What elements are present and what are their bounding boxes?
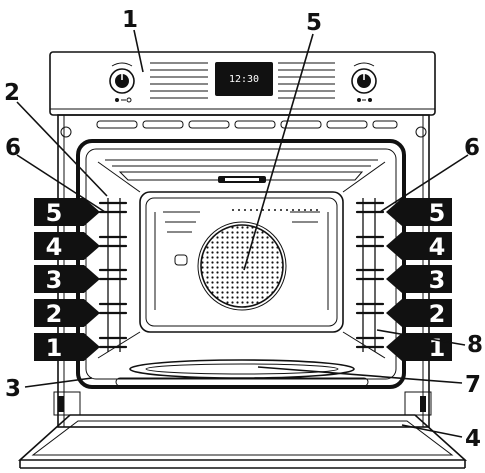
svg-text:1: 1 [46, 334, 63, 362]
clock-display [215, 62, 273, 96]
svg-text:3: 3 [429, 266, 446, 294]
callout-1: 1 [122, 7, 138, 33]
callout-8: 8 [467, 332, 483, 358]
function-knob[interactable] [109, 62, 135, 103]
temperature-knob[interactable] [351, 62, 377, 102]
shelf-label-left-2 [34, 299, 100, 327]
shelf-label-left-3 [34, 265, 100, 293]
shelf-label-right-5 [386, 198, 452, 226]
svg-text:2: 2 [429, 300, 446, 328]
fan-cover [197, 221, 287, 311]
svg-text:3: 3 [46, 266, 63, 294]
callout-labels: 1 5 2 6 6 8 3 7 4 [4, 7, 483, 452]
bottom-heater [115, 359, 369, 387]
clock-time: 12:30 [229, 74, 259, 85]
callout-4: 4 [465, 426, 481, 452]
shelf-label-right-3 [386, 265, 452, 293]
shelf-label-right-2 [386, 299, 452, 327]
door-seal [76, 139, 406, 389]
shelf-label-left-5 [34, 198, 100, 226]
callout-3: 3 [5, 376, 21, 402]
callout-6-left: 6 [5, 135, 21, 161]
callout-7: 7 [465, 372, 481, 398]
control-panel: 12:30 [49, 51, 436, 116]
callout-5: 5 [306, 10, 322, 36]
shelf-label-left-4 [34, 232, 100, 260]
oven-cavity [97, 159, 386, 359]
oven-door [17, 391, 468, 469]
svg-text:1: 1 [429, 334, 446, 362]
svg-text:4: 4 [46, 233, 63, 261]
shelf-support-left-rails [98, 198, 128, 352]
svg-text:5: 5 [46, 199, 63, 227]
leader-lines [16, 29, 469, 438]
callout-6-right: 6 [464, 135, 480, 161]
svg-text:5: 5 [429, 199, 446, 227]
shelf-labels-right: 5 4 3 2 1 [386, 198, 452, 362]
svg-text:4: 4 [429, 233, 446, 261]
vent-grille [150, 62, 335, 99]
svg-text:2: 2 [46, 300, 63, 328]
shelf-labels-left: 5 4 3 2 1 [34, 198, 100, 362]
shelf-label-right-4 [386, 232, 452, 260]
callout-2: 2 [4, 80, 20, 106]
shelf-support-right-rails [355, 198, 385, 352]
shelf-label-left-1 [34, 333, 100, 361]
